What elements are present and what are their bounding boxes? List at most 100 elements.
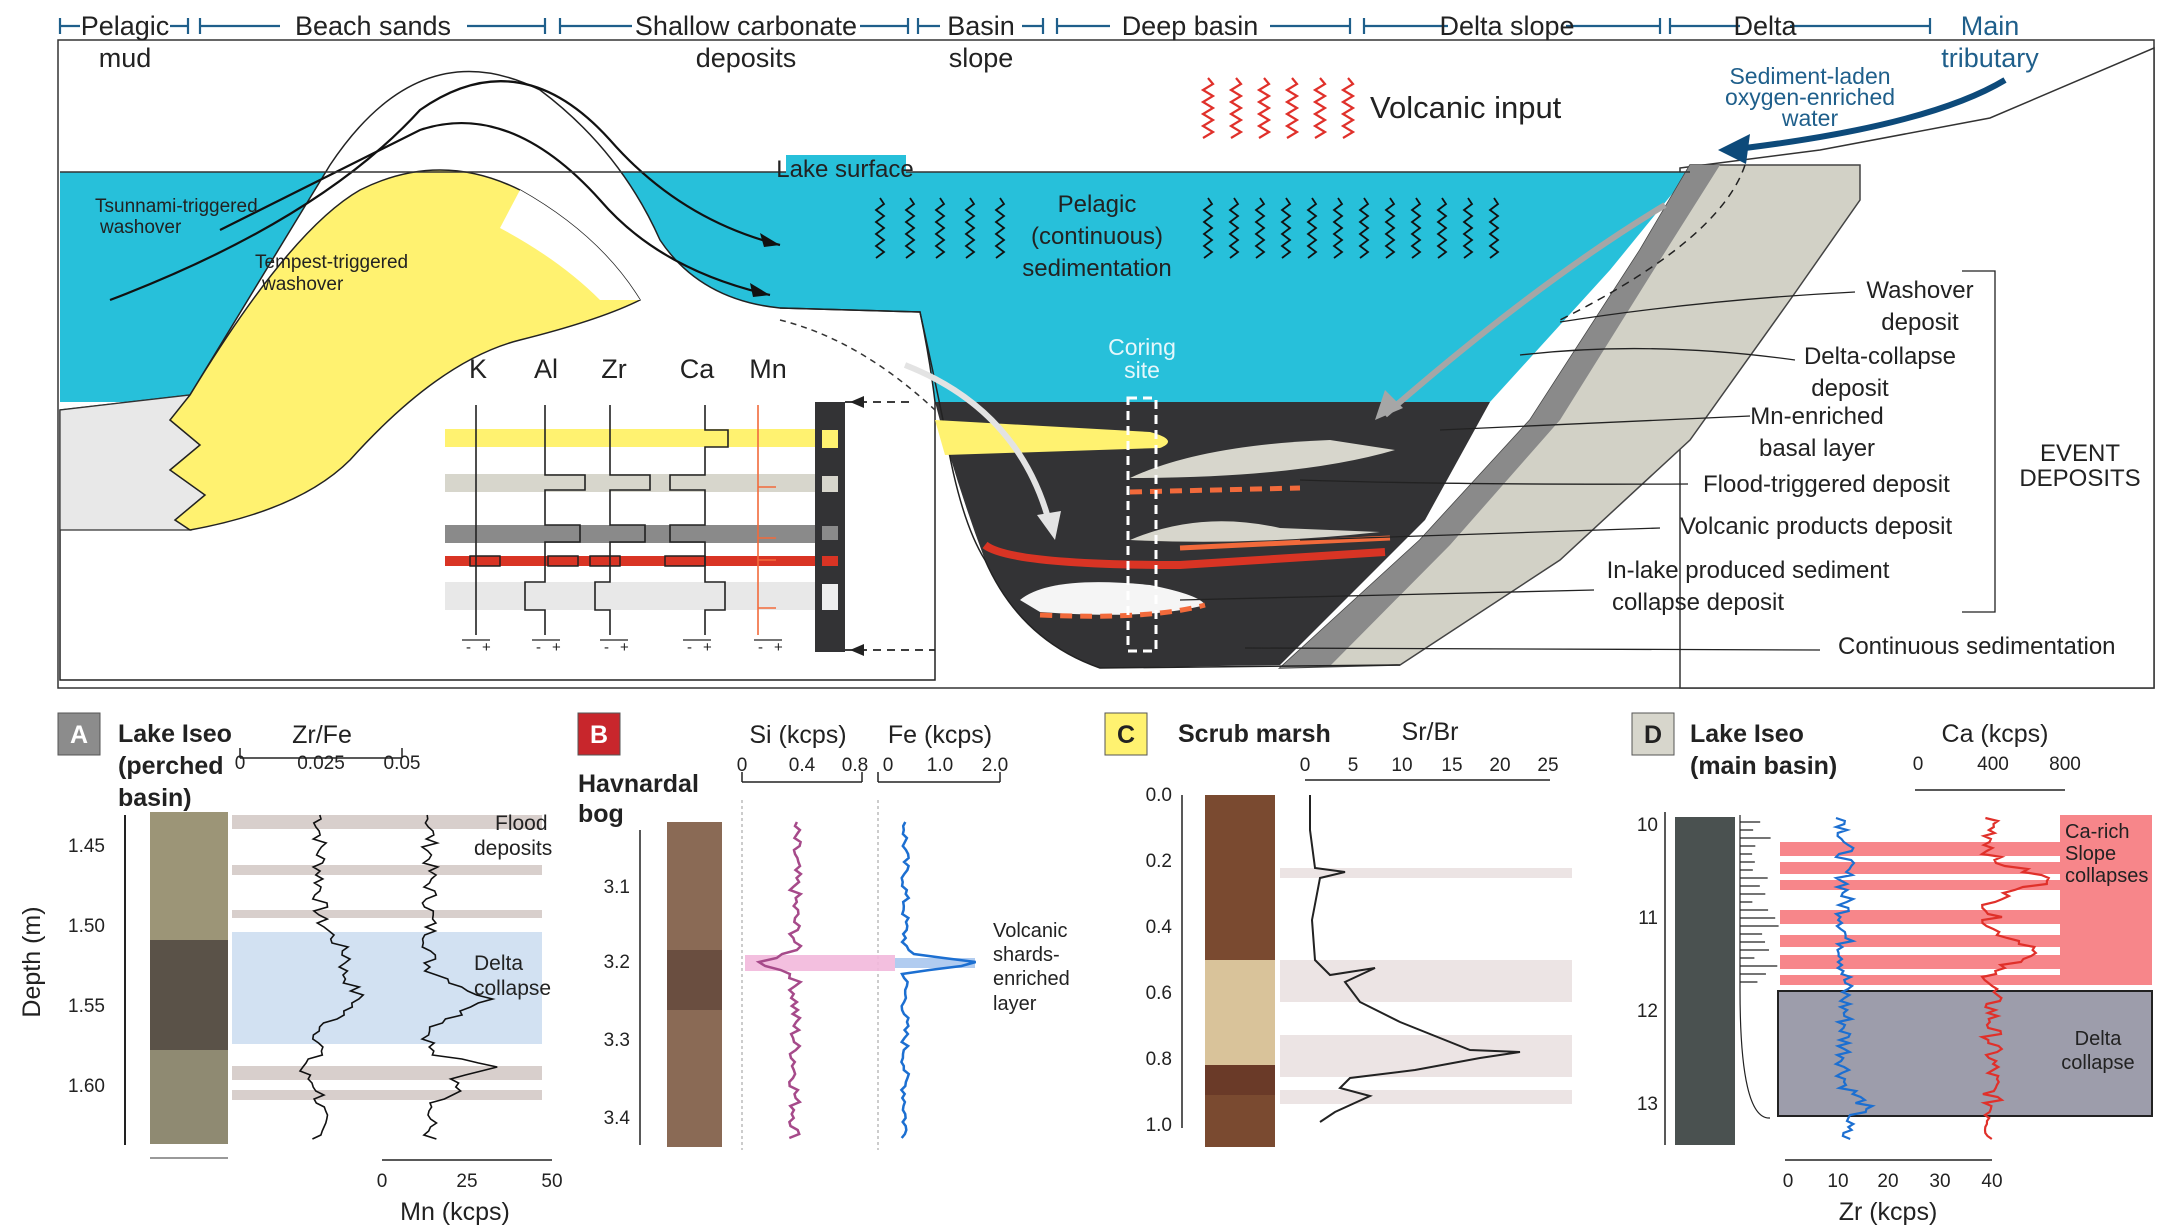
panel-d-letter: D [1644, 721, 1662, 749]
arrow-head-1 [760, 233, 780, 247]
element-mn: Mn [749, 354, 787, 384]
settling-line [1384, 197, 1396, 259]
pelagic-settling-lines [874, 197, 1500, 259]
panel-d-depth-3: 13 [1637, 1094, 1658, 1115]
panel-d-note-1: Ca-rich [2065, 821, 2129, 843]
panel-b-fe-tick-2: 2.0 [982, 755, 1008, 776]
panel-a-letter: A [70, 721, 88, 749]
volcanic-line [1340, 77, 1356, 139]
zone-delta-slope: Delta slope [1439, 11, 1574, 41]
panel-b-title-2: bog [578, 800, 624, 828]
element-al: Al [534, 354, 558, 384]
delta-transport-arrowhead [1375, 390, 1403, 420]
dashed-curve [779, 319, 936, 411]
panel-d-top-tick-0: 0 [1913, 754, 1924, 775]
panel-b-note-2: shards- [993, 944, 1060, 966]
panel-c-depth-3: 0.6 [1146, 983, 1172, 1004]
panel-d-core-photo [1675, 817, 1735, 1145]
panel-b-depth-0: 3.1 [604, 877, 630, 898]
tsunami-label-2: washover [99, 217, 182, 238]
panel-d-bot-tick-3: 30 [1929, 1171, 1950, 1192]
panel-a-flood-1: Flood [495, 812, 548, 835]
delta-dashed-curve [1559, 164, 1746, 321]
plus-minus-marks: -+-+-+-+-+ [462, 639, 783, 656]
coring-site-label-1: Coring [1108, 334, 1176, 360]
panel-c-depth-1: 0.2 [1146, 851, 1172, 872]
panel-b-note-3: enriched [993, 968, 1070, 990]
tributary-arrow-head [1718, 134, 1750, 164]
panel-c-axis-title: Sr/Br [1402, 718, 1459, 746]
settling-line [874, 197, 886, 259]
mn-basal-2: basal layer [1759, 435, 1875, 462]
panel-b-note-4: layer [993, 993, 1037, 1015]
element-ca: Ca [680, 354, 715, 384]
element-k: K [469, 354, 487, 384]
zone-shallow-carbonate-1: Shallow carbonate [635, 11, 857, 41]
main-tributary-label: Main tributary [1941, 11, 2039, 73]
panel-a-bot-tick-2: 50 [541, 1171, 562, 1192]
panel-d-depth-0: 10 [1637, 815, 1658, 836]
washover-arrows [109, 80, 781, 302]
panel-b-fe-title: Fe (kcps) [888, 721, 992, 749]
panel-a-bot-title: Mn (kcps) [400, 1198, 510, 1226]
panel-d-depth-1: 11 [1638, 908, 1658, 929]
panel-a-flood-2: deposits [474, 837, 552, 860]
tempest-label-1: Tempest-triggered [255, 252, 408, 273]
panel-d: D Lake Iseo (main basin) Ca (kcps) 0 400… [1631, 712, 2153, 1226]
shore-transport-arrow [903, 362, 1053, 526]
panel-a-bot-tick-1: 25 [456, 1171, 477, 1192]
zone-basin-slope-2: slope [949, 43, 1014, 73]
band-yellow [445, 429, 845, 447]
panel-a-top-tick-0: 0 [235, 753, 246, 774]
zone-deep-basin: Deep basin [1122, 11, 1259, 41]
volcanic-input-lines [1200, 77, 1356, 139]
panel-b-si-title: Si (kcps) [749, 721, 846, 749]
element-zr: Zr [601, 354, 626, 384]
panel-d-top-tick-2: 800 [2049, 754, 2081, 775]
pm-plus: + [552, 639, 561, 656]
delta-slope-dark [1280, 165, 1720, 668]
delta-collapse-1: Delta-collapse [1804, 343, 1956, 370]
settling-line [1410, 197, 1422, 259]
basin-yellow-layer [935, 420, 1168, 455]
panel-a-title-3: basin) [118, 784, 192, 812]
volcanic-line [1228, 77, 1244, 139]
element-labels: K Al Zr Ca Mn [469, 354, 787, 384]
panel-d-title-2: (main basin) [1690, 752, 1837, 780]
settling-line [1332, 197, 1344, 259]
pm-minus: - [604, 639, 609, 656]
flood-orange-dash [1129, 485, 1301, 495]
volcanic-line [1256, 77, 1272, 139]
panel-d-top-title: Ca (kcps) [1942, 720, 2049, 748]
sediment-water-3: water [1781, 105, 1839, 131]
panel-d-note-4: Delta [2075, 1028, 2123, 1050]
panel-c-depth-5: 1.0 [1146, 1115, 1172, 1136]
shore-transport-arrowhead [1037, 511, 1061, 540]
settling-line [1488, 197, 1500, 259]
panel-b-badge [577, 712, 621, 756]
event-deposit-labels: Washover deposit Delta-collapse deposit … [1607, 277, 2141, 660]
panel-a-delta-2: collapse [474, 977, 551, 1000]
panel-d-title-1: Lake Iseo [1690, 720, 1804, 748]
panel-d-bot-tick-4: 40 [1981, 1171, 2002, 1192]
main-tributary-2: tributary [1941, 43, 2039, 73]
beach-sand [168, 169, 642, 531]
panel-b-si-tick-0: 0 [737, 755, 748, 776]
panel-a-depth-1: 1.50 [68, 916, 105, 937]
band-white [445, 582, 845, 610]
coring-site-box [1126, 396, 1158, 653]
volcanic-products: Volcanic products deposit [1680, 513, 1953, 540]
coring-site-label-2: site [1124, 357, 1160, 383]
panel-d-note-5: collapse [2061, 1052, 2134, 1074]
pm-plus: + [703, 639, 712, 656]
panel-a-depth-2: 1.55 [68, 996, 105, 1017]
panel-a-delta-1: Delta [474, 952, 523, 975]
pm-minus: - [687, 639, 692, 656]
panel-a: A Lake Iseo (perched basin) Depth (m) Zr… [18, 712, 563, 1226]
panel-c-tick-0: 0 [1300, 755, 1311, 776]
zone-basin-slope-1: Basin [947, 11, 1015, 41]
panel-b-title-1: Havnardal [578, 770, 699, 798]
band-lightgray [445, 474, 845, 492]
sediment-water-1: Sediment-laden [1729, 63, 1890, 89]
panel-c-badge [1104, 712, 1148, 756]
